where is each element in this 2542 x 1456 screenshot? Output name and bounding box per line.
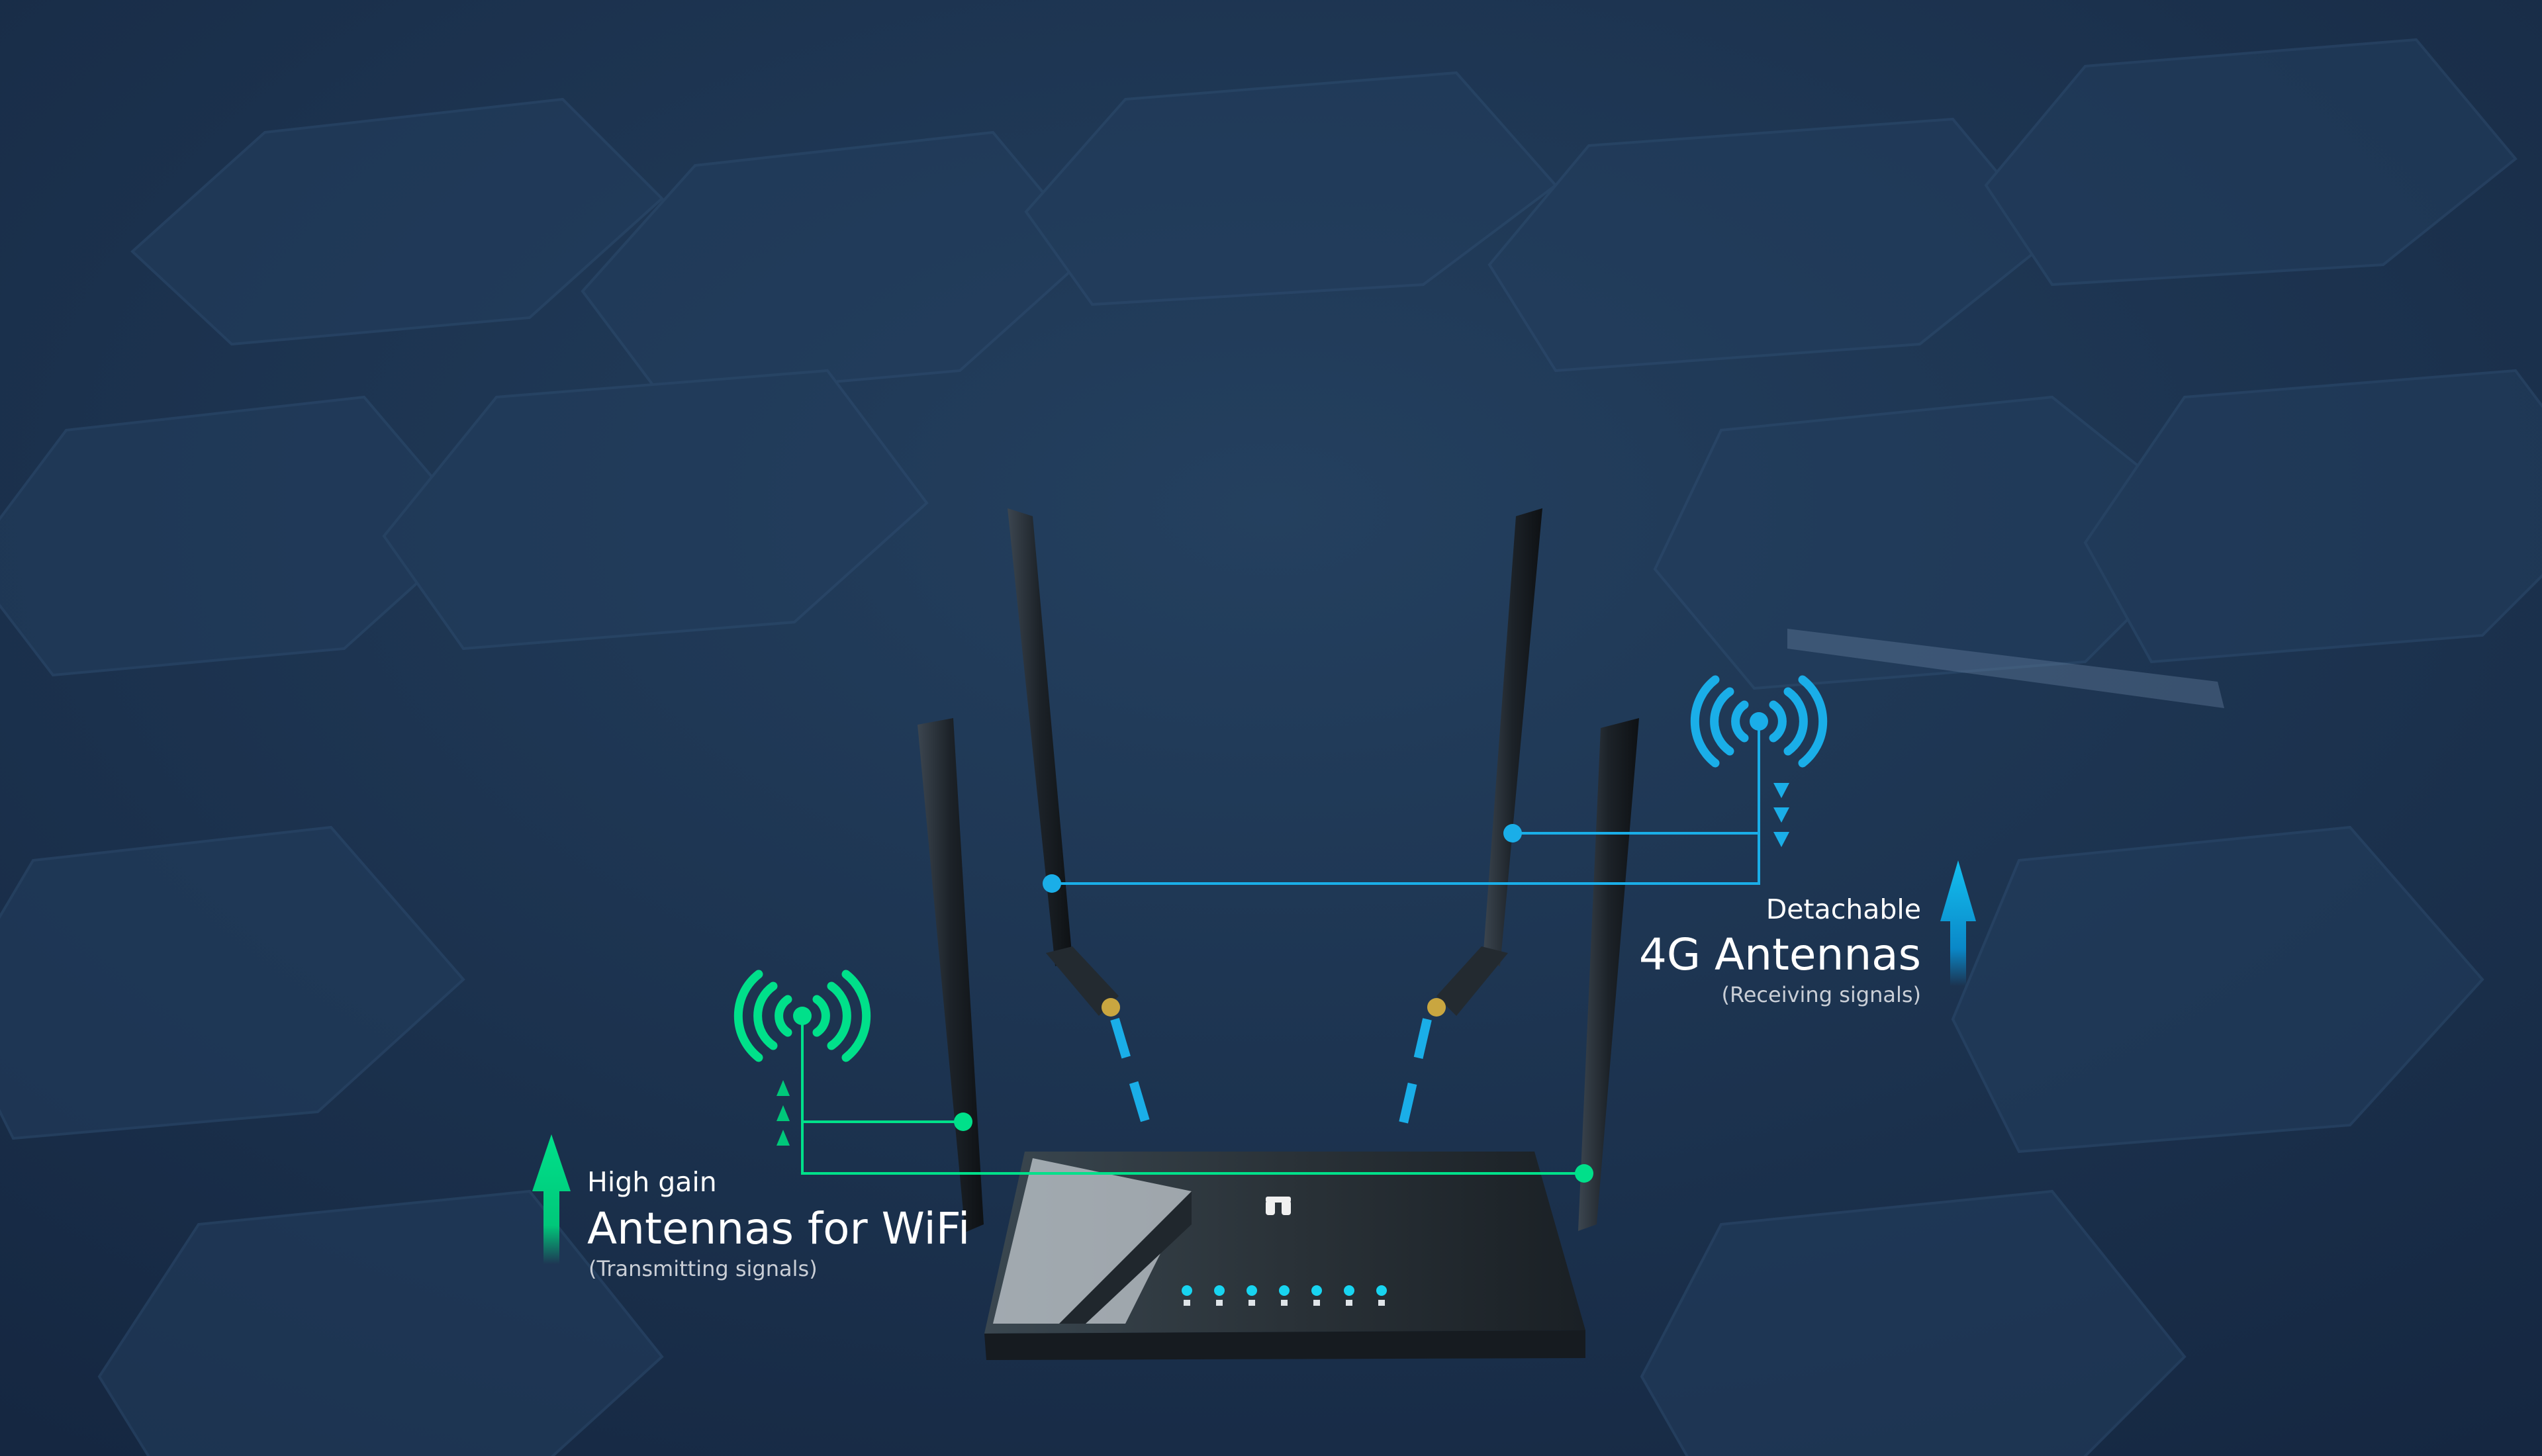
lte-antenna-right xyxy=(1427,508,1542,1017)
wifi-signal-icon xyxy=(733,970,871,1062)
status-led xyxy=(1279,1285,1290,1296)
status-led xyxy=(1247,1285,1257,1296)
up-arrow-icon xyxy=(1940,860,1976,986)
detach-dashed-line xyxy=(1396,1018,1432,1136)
status-led xyxy=(1182,1285,1192,1296)
wifi-callout-label: High gain xyxy=(587,1166,717,1198)
led-panel xyxy=(1182,1285,1387,1306)
wan-icon xyxy=(1248,1300,1255,1306)
sma-connector xyxy=(1427,998,1446,1017)
hexagon-pattern xyxy=(0,38,2542,1456)
lte-callout-label: Detachable xyxy=(1765,893,1921,925)
sma-connector xyxy=(1102,998,1120,1017)
antenna-marker-dot xyxy=(1575,1164,1593,1183)
status-led xyxy=(1344,1285,1354,1296)
up-triangles-icon xyxy=(777,1080,790,1146)
power-icon xyxy=(1184,1300,1190,1306)
lte-signal-icon xyxy=(1690,675,1828,768)
status-led xyxy=(1311,1285,1322,1296)
status-led xyxy=(1214,1285,1225,1296)
lan-icon xyxy=(1281,1300,1288,1306)
lte-icon xyxy=(1313,1300,1320,1306)
wifi-callout-subtitle: (Transmitting signals) xyxy=(588,1256,818,1281)
antenna-marker-dot xyxy=(954,1113,972,1131)
brand-logo xyxy=(1266,1201,1275,1215)
status-led xyxy=(1376,1285,1387,1296)
wifi-antenna-left xyxy=(918,718,984,1232)
light-streak xyxy=(1787,629,2224,708)
antenna-marker-dot xyxy=(1043,874,1061,893)
wifi-callout-graphic xyxy=(532,970,1593,1264)
wifi-antenna-right xyxy=(1578,718,1639,1231)
wifi-callout-title: Antennas for WiFi xyxy=(587,1203,970,1254)
down-triangles-icon xyxy=(1773,783,1789,847)
signal-low-icon xyxy=(1346,1300,1352,1306)
lte-callout-title: 4G Antennas xyxy=(1638,929,1921,980)
lte-callout-graphic xyxy=(1043,675,1976,986)
router xyxy=(984,1152,1585,1360)
up-arrow-icon xyxy=(532,1134,571,1264)
wifi-icon xyxy=(1216,1300,1223,1306)
detach-dashed-line xyxy=(1110,1017,1154,1136)
lte-antenna-left xyxy=(1008,508,1120,1017)
antenna-marker-dot xyxy=(1503,824,1522,842)
lte-callout-subtitle: (Receiving signals) xyxy=(1721,982,1921,1007)
signal-high-icon xyxy=(1378,1300,1385,1306)
